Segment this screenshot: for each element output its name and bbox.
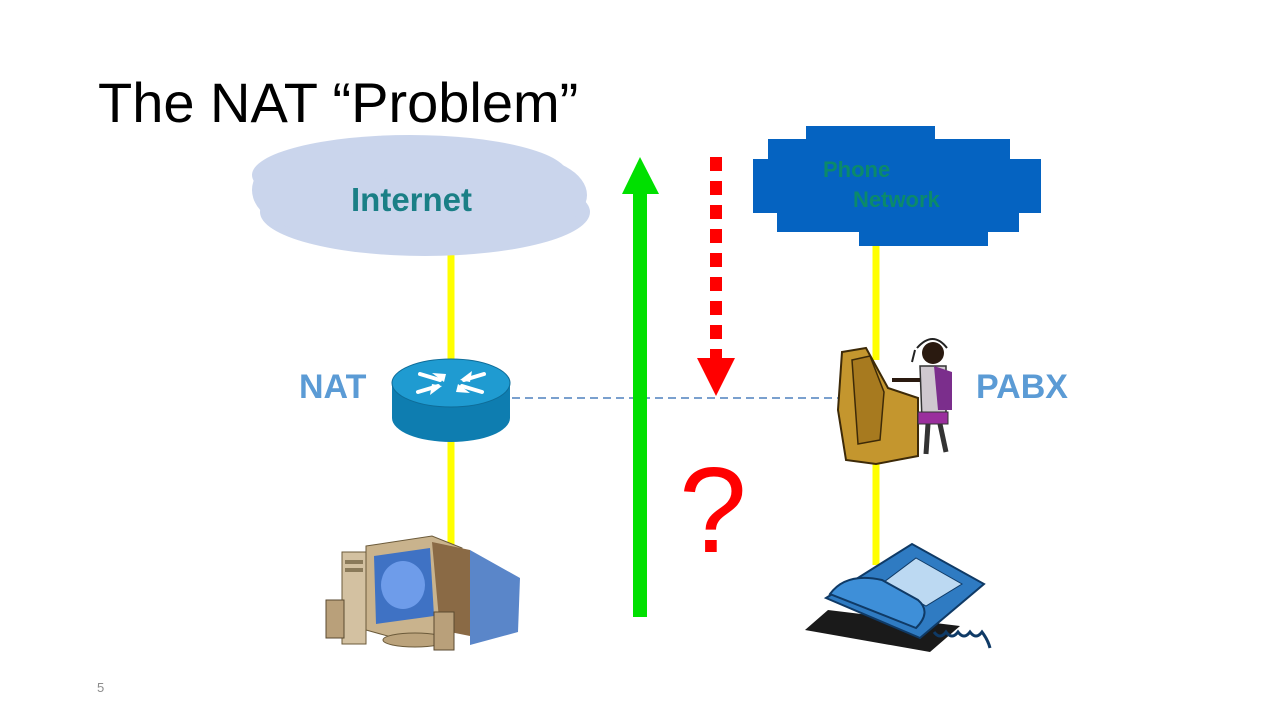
blocked-inbound-arrow-icon xyxy=(697,157,735,396)
nat-label: NAT xyxy=(299,368,367,406)
internet-label: Internet xyxy=(351,181,473,218)
telephone-operator-icon xyxy=(836,338,952,466)
desk-telephone-icon xyxy=(805,542,992,652)
slide-number: 5 xyxy=(97,680,105,695)
outbound-arrow-icon xyxy=(622,157,659,617)
phone-network-label-line1: Phone xyxy=(823,157,891,182)
desktop-computer-icon xyxy=(325,535,520,651)
pabx-label: PABX xyxy=(976,368,1068,406)
router-icon xyxy=(391,358,511,442)
phone-network-label-line2: Network xyxy=(853,187,940,212)
internet-cloud xyxy=(252,135,590,256)
slide-title: The NAT “Problem” xyxy=(98,71,579,134)
question-mark: ? xyxy=(679,442,747,578)
phone-network-cloud xyxy=(753,126,1041,246)
